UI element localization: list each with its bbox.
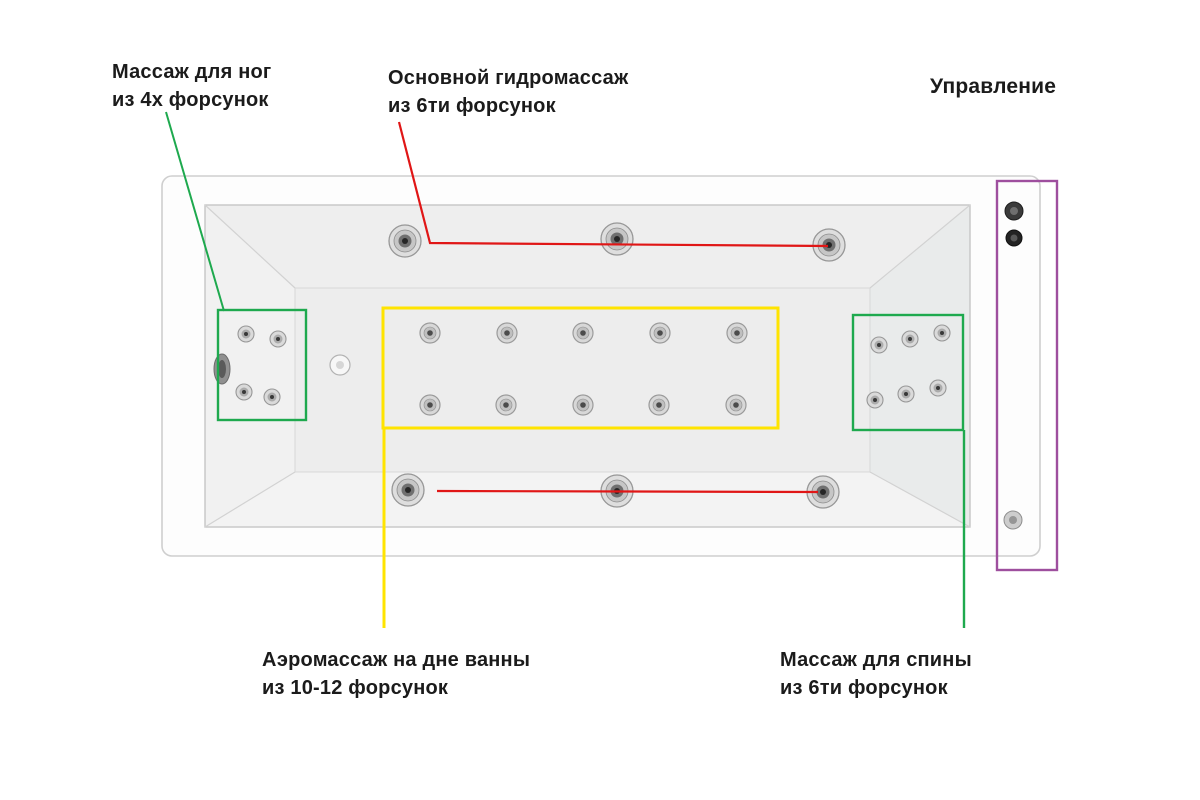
aero-jet [725, 394, 747, 416]
foot-jet [263, 388, 281, 406]
back-jet [933, 324, 951, 342]
label-main-hydromassage: Основной гидромассаж из 6ти форсунок [388, 67, 629, 117]
aero-jet [648, 394, 670, 416]
hydro-jet [391, 473, 425, 507]
hydro-jet [388, 224, 422, 258]
floor-fitting-center [336, 361, 344, 369]
control-zone-box [995, 179, 1059, 572]
feet-leader-line [165, 111, 225, 312]
aero-jet [419, 322, 441, 344]
foot-jet [269, 330, 287, 348]
corner-line [869, 204, 971, 289]
corner-line [204, 471, 296, 528]
label-control: Управление [930, 75, 1057, 98]
label-back-massage: Массаж для спины из 6ти форсунок [780, 649, 972, 699]
label-aero-massage: Аэромассаж на дне ванны из 10-12 форсуно… [262, 649, 531, 699]
tub-wall-bottom [205, 472, 970, 527]
control-panel [1003, 201, 1024, 530]
hydro-jet [600, 222, 634, 256]
back-zone-box [851, 313, 965, 432]
main-leader-line-top [397, 121, 829, 248]
corner-line [204, 204, 296, 289]
aero-jet [495, 394, 517, 416]
back-jet [870, 336, 888, 354]
back-jet [866, 391, 884, 409]
foot-jet [235, 383, 253, 401]
label-feet-massage: Массаж для ног из 4х форсунок [112, 61, 272, 111]
control-knob-center [1009, 516, 1017, 524]
tub-floor [294, 287, 871, 473]
tub-rim [204, 204, 971, 528]
aero-jet [572, 322, 594, 344]
control-knob-center [1010, 207, 1018, 215]
drain-hole [218, 360, 226, 378]
annotations [165, 111, 1059, 628]
aero-jet [726, 322, 748, 344]
aero-jet [649, 322, 671, 344]
control-knob-center [1010, 234, 1018, 242]
aero-jet [572, 394, 594, 416]
back-jet [901, 330, 919, 348]
tub-wall-left [205, 205, 295, 527]
back-jet [897, 385, 915, 403]
tub-wall-right [870, 205, 970, 527]
bathtub-body [161, 175, 1041, 557]
foot-jet [237, 325, 255, 343]
aero-zone-box [381, 306, 780, 430]
aero-jet [419, 394, 441, 416]
back-jet [929, 379, 947, 397]
aero-jet [496, 322, 518, 344]
corner-line [869, 471, 971, 528]
feet-zone-box [216, 308, 308, 422]
tub-wall-top [205, 205, 970, 288]
main-leader-line-bottom [436, 489, 819, 494]
